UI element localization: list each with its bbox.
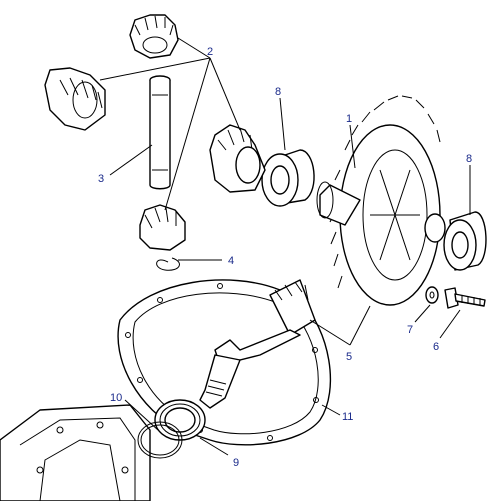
callout-2: 2 xyxy=(207,46,213,58)
callout-8-left: 8 xyxy=(275,86,281,98)
callout-8-right: 8 xyxy=(466,153,472,165)
circlip-ring xyxy=(137,421,183,459)
gear-bottom xyxy=(139,204,186,251)
cross-shaft xyxy=(149,75,171,190)
callout-1: 1 xyxy=(346,113,352,125)
bolt xyxy=(444,287,486,309)
callout-4: 4 xyxy=(228,255,234,267)
callout-3: 3 xyxy=(98,173,104,185)
pinion-shaft xyxy=(199,279,316,409)
callout-11: 11 xyxy=(342,411,353,423)
gear-middle xyxy=(209,124,266,193)
leader-lines xyxy=(99,37,471,456)
oil-seal xyxy=(154,399,206,441)
callout-6: 6 xyxy=(433,341,439,353)
callout-5: 5 xyxy=(346,351,352,363)
gear-left xyxy=(44,67,106,131)
callout-7: 7 xyxy=(407,324,413,336)
callout-10: 10 xyxy=(110,392,122,404)
circlip xyxy=(156,257,180,271)
gear-top xyxy=(129,14,179,59)
bearing-left xyxy=(261,149,315,207)
callout-9: 9 xyxy=(233,457,239,469)
differential-case xyxy=(316,95,446,306)
callout-labels: 2 3 4 8 1 8 5 7 6 11 9 10 xyxy=(98,46,472,469)
washer xyxy=(425,286,439,304)
axle-housing xyxy=(0,404,151,501)
bearing-right xyxy=(443,211,487,271)
